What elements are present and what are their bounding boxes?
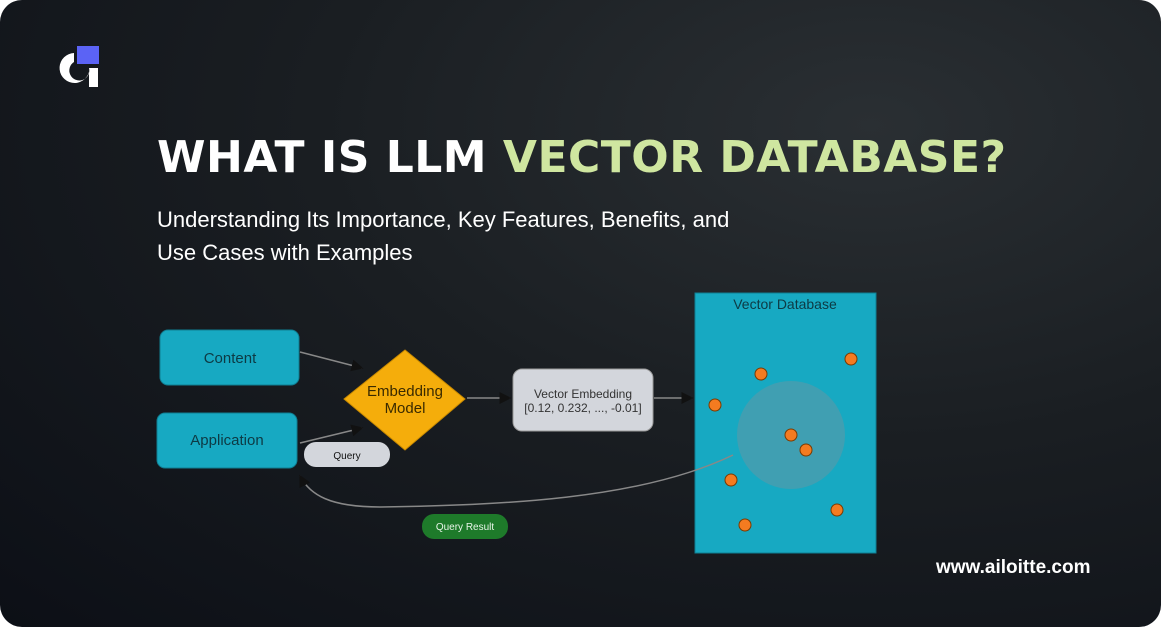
vector-point bbox=[724, 473, 738, 487]
svg-text:Query Result: Query Result bbox=[436, 522, 495, 533]
svg-text:Model: Model bbox=[385, 400, 426, 417]
embedding-model-node: Embedding Model bbox=[343, 349, 466, 451]
vector-embedding-node: Vector Embedding [0.12, 0.232, ..., -0.0… bbox=[512, 368, 654, 432]
svg-text:Application: Application bbox=[190, 432, 263, 449]
application-node: Application bbox=[156, 412, 298, 469]
svg-text:Vector Embedding: Vector Embedding bbox=[534, 387, 632, 401]
subtitle: Understanding Its Importance, Key Featur… bbox=[157, 207, 730, 265]
vector-database: Vector Database bbox=[694, 292, 877, 554]
arrow-query-result bbox=[299, 454, 734, 508]
ailoitte-logo-icon bbox=[59, 46, 99, 87]
vector-point bbox=[844, 352, 858, 366]
vector-point bbox=[738, 518, 752, 532]
website-url[interactable]: www.ailoitte.com bbox=[936, 557, 1091, 578]
arrow-application-model bbox=[299, 424, 364, 444]
svg-text:Embedding: Embedding bbox=[367, 383, 443, 400]
page-title: WHAT IS LLM VECTOR DATABASE? bbox=[157, 132, 1007, 183]
vector-point bbox=[830, 503, 844, 517]
vector-point bbox=[799, 443, 813, 457]
svg-text:Content: Content bbox=[204, 350, 257, 367]
vector-point bbox=[784, 428, 798, 442]
svg-text:Vector Database: Vector Database bbox=[733, 296, 837, 312]
query-label: Query bbox=[304, 442, 390, 467]
vector-point bbox=[708, 398, 722, 412]
arrow-content-model bbox=[299, 351, 364, 372]
svg-text:Query: Query bbox=[333, 451, 360, 462]
query-result-label: Query Result bbox=[422, 514, 508, 539]
vector-point bbox=[754, 367, 768, 381]
svg-text:[0.12, 0.232, ..., -0.01]: [0.12, 0.232, ..., -0.01] bbox=[524, 401, 641, 415]
content-node: Content bbox=[159, 329, 300, 386]
